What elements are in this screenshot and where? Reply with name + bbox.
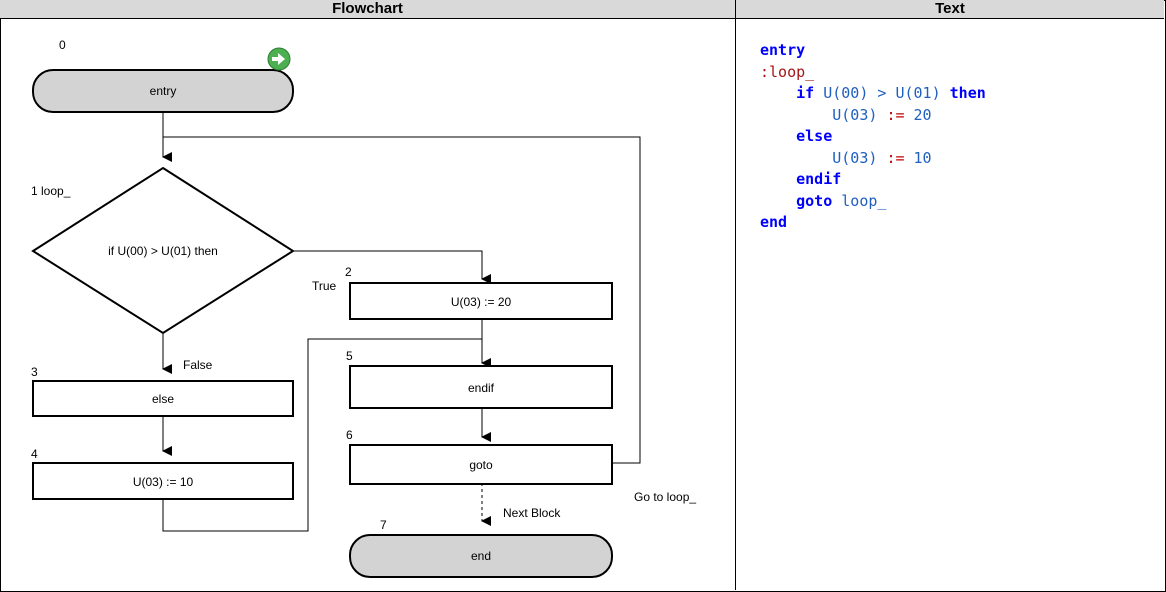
node-if[interactable]: if U(00) > U(01) then	[31, 166, 295, 335]
code-line-5: else	[760, 126, 986, 148]
node-goto-label: goto	[469, 458, 493, 472]
kw-then: then	[949, 84, 986, 102]
op-gt: >	[877, 84, 887, 102]
edge-goto-loop	[163, 136, 641, 464]
edge-goto-label: Go to loop_	[634, 490, 696, 504]
kw-entry: entry	[760, 41, 806, 59]
code-line-9: end	[760, 212, 986, 234]
operand-u03: U(03)	[832, 105, 878, 124]
kw-end: end	[760, 213, 788, 231]
edge-true-label: True	[312, 279, 337, 293]
node-end[interactable]: end	[349, 534, 613, 578]
node-goto-index: 6	[346, 428, 353, 442]
node-if-index: 1 loop_	[31, 184, 71, 198]
code-line-1: entry	[760, 40, 986, 62]
connectors	[162, 113, 641, 532]
node-entry[interactable]: entry	[32, 69, 294, 113]
node-u03-20[interactable]: U(03) := 20	[349, 282, 613, 320]
code-line-8: goto loop_	[760, 191, 986, 213]
edge-next-block-label: Next Block	[503, 506, 561, 520]
value-20: 20	[913, 105, 932, 124]
node-u03-10-index: 4	[31, 447, 38, 461]
operand-u00: U(00)	[823, 84, 869, 102]
start-icon[interactable]	[267, 47, 291, 71]
node-else-index: 3	[31, 365, 38, 379]
kw-else: else	[796, 127, 833, 145]
edge-u03-10-to-endif	[162, 338, 482, 532]
code-line-4: U(03) := 20	[760, 105, 986, 127]
flowchart-header: Flowchart	[0, 0, 736, 19]
node-entry-index: 0	[59, 38, 66, 52]
op-assign: :=	[886, 148, 905, 167]
goto-target: loop_	[841, 191, 887, 210]
flowchart-canvas[interactable]: entry 0 if U(00) > U(01) then 1 loop_ U(…	[0, 19, 734, 589]
code-line-6: U(03) := 10	[760, 148, 986, 170]
node-u03-20-label: U(03) := 20	[451, 295, 512, 309]
node-if-label: if U(00) > U(01) then	[108, 244, 218, 258]
code-line-3: if U(00) > U(01) then	[760, 83, 986, 105]
edge-false-label: False	[183, 358, 213, 372]
node-else[interactable]: else	[32, 380, 294, 417]
operand-u03: U(03)	[832, 148, 878, 167]
value-10: 10	[913, 148, 932, 167]
text-header: Text	[736, 0, 1164, 19]
node-u03-10-label: U(03) := 10	[133, 475, 194, 489]
edge-true	[293, 250, 491, 284]
node-endif[interactable]: endif	[349, 365, 613, 409]
pane-divider	[735, 0, 736, 590]
node-goto[interactable]: goto	[349, 444, 613, 485]
op-assign: :=	[886, 105, 905, 124]
kw-endif: endif	[796, 170, 842, 188]
node-end-index: 7	[380, 518, 387, 532]
code-text-pane[interactable]: entry :loop_ if U(00) > U(01) then U(03) …	[760, 40, 986, 234]
label-loop: :loop_	[760, 62, 815, 81]
node-endif-index: 5	[346, 349, 353, 363]
node-endif-label: endif	[468, 381, 495, 395]
kw-if: if	[796, 84, 815, 102]
node-u03-10[interactable]: U(03) := 10	[32, 462, 294, 500]
node-end-label: end	[471, 549, 491, 563]
code-line-7: endif	[760, 169, 986, 191]
operand-u01: U(01)	[895, 84, 941, 102]
code-line-2: :loop_	[760, 62, 986, 84]
node-entry-label: entry	[150, 84, 177, 98]
kw-goto: goto	[796, 191, 833, 210]
node-u03-20-index: 2	[345, 265, 352, 279]
node-else-label: else	[152, 392, 174, 406]
